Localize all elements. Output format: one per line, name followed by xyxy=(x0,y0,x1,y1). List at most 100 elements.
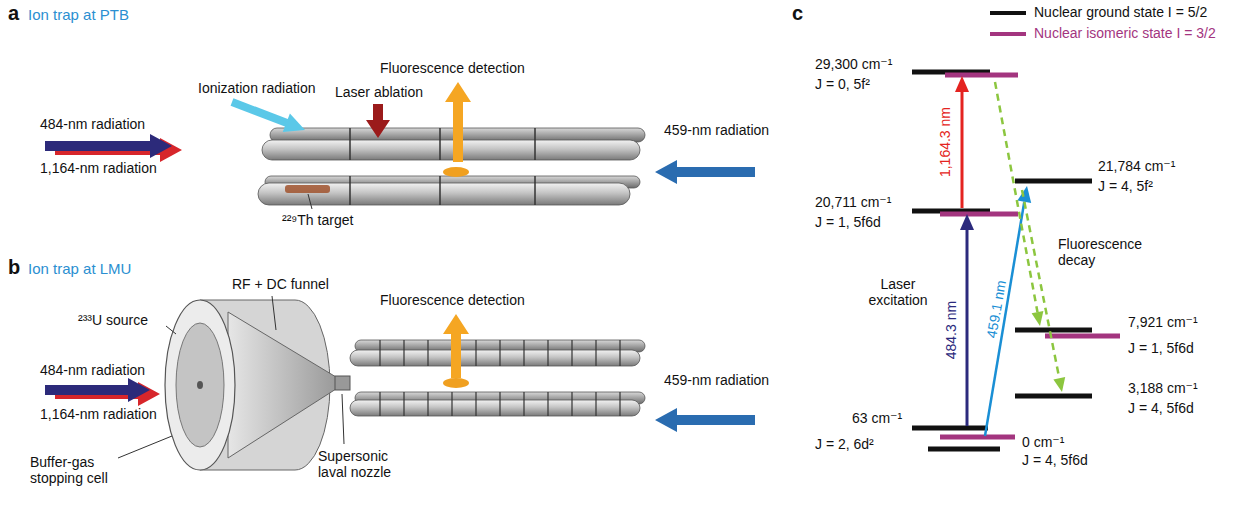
transition-arrows xyxy=(961,90,964,208)
level-term: J = 1, 5f6d xyxy=(815,214,881,230)
ion-trap-rods xyxy=(595,340,596,366)
panel-title: Ion trap at LMU xyxy=(28,260,131,277)
stopping-cell xyxy=(197,381,203,389)
wavelength-label: 1,164.3 nm xyxy=(937,107,953,177)
level-energy: 3,188 cm⁻¹ xyxy=(1128,380,1198,396)
level-term: J = 1, 5f6d xyxy=(1128,340,1194,356)
part-label: RF + DC funnel xyxy=(232,276,329,292)
panel-letter: a xyxy=(8,2,19,25)
laser-beams xyxy=(655,408,755,432)
stopping-cell xyxy=(335,376,350,390)
laser-beams xyxy=(366,104,390,138)
ion-trap-rods xyxy=(619,392,620,416)
energy-levels xyxy=(945,73,1018,78)
ion-trap-rods xyxy=(475,392,476,416)
ion-trap-rods xyxy=(571,340,572,366)
level-term: J = 0, 5f² xyxy=(815,76,870,92)
ion-trap-rods xyxy=(619,340,620,366)
ion-trap-rods xyxy=(262,140,640,160)
energy-levels xyxy=(940,212,1018,217)
ion-trap-rods xyxy=(499,392,500,416)
laser-beams xyxy=(232,102,287,123)
beam-label: Fluorescence detection xyxy=(380,60,525,76)
ion-trap-rods xyxy=(534,176,536,205)
stopping-cell xyxy=(228,312,336,458)
ion-trap-rods xyxy=(451,392,452,416)
ion-trap-rods xyxy=(523,340,524,366)
ion-trap-rods xyxy=(571,392,572,416)
laser-beams xyxy=(655,160,755,184)
panel-title: Ion trap at PTB xyxy=(28,6,129,23)
stopping-cell xyxy=(166,326,176,334)
beam-label: 484-nm radiation xyxy=(40,362,145,378)
legend-swatch xyxy=(990,32,1026,36)
beam-label: Fluorescence detection xyxy=(380,292,525,308)
ion-trap-rods xyxy=(427,392,428,416)
transition-arrows xyxy=(955,76,1065,436)
energy-levels xyxy=(1045,334,1120,339)
ion-trap-rods xyxy=(379,340,380,366)
transition-arrows xyxy=(995,82,1038,312)
beam-label: 459-nm radiation xyxy=(664,122,769,138)
energy-levels xyxy=(1015,394,1092,399)
stopping-cell xyxy=(272,296,276,330)
ion-trap-rods xyxy=(475,340,476,366)
energy-levels xyxy=(1015,179,1092,184)
ion-trap-rods xyxy=(499,340,500,366)
beam-label: 1,164-nm radiation xyxy=(40,406,157,422)
wavelength-label: 484.3 nm xyxy=(943,301,959,359)
laser-beams xyxy=(45,134,172,158)
ion-trap-rods xyxy=(427,340,428,366)
part-label: Buffer-gas stopping cell xyxy=(30,454,140,486)
beam-label: 484-nm radiation xyxy=(40,116,145,132)
transition-arrows xyxy=(955,76,969,92)
stopping-cell xyxy=(176,323,224,447)
ion-trap-rods xyxy=(285,185,330,193)
level-energy: 21,784 cm⁻¹ xyxy=(1098,158,1175,174)
stopping-cell xyxy=(165,300,235,470)
laser-beams xyxy=(45,378,150,402)
legend-text: Nuclear isomeric state I = 3/2 xyxy=(1034,25,1216,41)
ion-trap-rods xyxy=(380,340,620,416)
ion-trap-rods xyxy=(534,128,536,160)
transition-arrows xyxy=(960,214,974,230)
transition-arrows xyxy=(1032,311,1044,326)
laser-beams xyxy=(443,314,469,378)
ion-trap-rods xyxy=(379,392,380,416)
part-label: ²³³U source xyxy=(78,312,148,328)
level-energy: 63 cm⁻¹ xyxy=(852,410,902,426)
level-term: J = 2, 6d² xyxy=(815,436,874,452)
laser-beams xyxy=(283,114,305,133)
ion-trap-rods xyxy=(439,128,441,160)
level-energy: 0 cm⁻¹ xyxy=(1022,434,1064,450)
panel-letter: b xyxy=(8,256,20,279)
ion-trap-rods xyxy=(350,128,535,205)
stopping-cell xyxy=(118,436,172,458)
ion-trap-rods xyxy=(308,194,312,209)
energy-levels xyxy=(940,435,1015,440)
ion-trap-rods xyxy=(523,392,524,416)
ion-trap-rods xyxy=(403,392,404,416)
ion-trap-rods xyxy=(349,128,351,160)
stopping-cell xyxy=(118,296,350,470)
transition-arrows xyxy=(1022,190,1059,378)
beam-label: 1,164-nm radiation xyxy=(40,160,157,176)
beam-label: Laser ablation xyxy=(335,84,423,100)
panel-letter: c xyxy=(792,2,803,25)
beam-label: Ionization radiation xyxy=(198,80,316,96)
ion-trap-rods xyxy=(443,378,469,388)
beam-label: 459-nm radiation xyxy=(664,372,769,388)
stopping-cell xyxy=(342,394,344,444)
ion-trap-rods xyxy=(403,340,404,366)
ion-trap-rods xyxy=(350,340,645,416)
transition-arrows xyxy=(966,228,969,426)
ion-trap-rods xyxy=(258,183,630,205)
energy-levels xyxy=(928,447,1000,452)
ion-trap-rods xyxy=(547,340,548,366)
legend-swatch xyxy=(990,11,1026,15)
level-energy: 20,711 cm⁻¹ xyxy=(815,194,891,210)
level-energy: 7,921 cm⁻¹ xyxy=(1128,314,1198,330)
part-label: ²²⁹Th target xyxy=(282,212,353,228)
part-label: Supersonic laval nozzle xyxy=(318,448,410,480)
